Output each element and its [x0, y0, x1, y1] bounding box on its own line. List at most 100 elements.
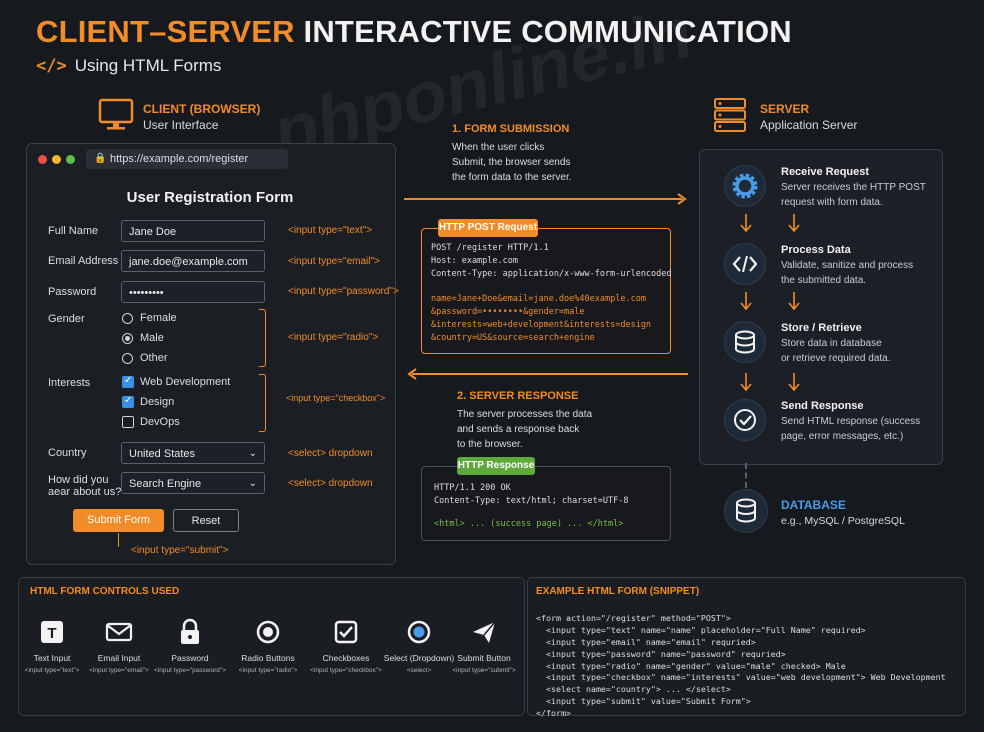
control-label: Select (Dropdown) [383, 653, 455, 663]
gear-icon [724, 165, 766, 207]
arrow-down-icon [740, 373, 752, 392]
db-connector [745, 463, 748, 488]
email-icon [105, 622, 133, 642]
password-label: Password [48, 286, 97, 298]
process-data-title: Process Data [781, 244, 851, 256]
control-label: Checkboxes [322, 653, 370, 663]
send-icon [473, 621, 496, 643]
snippet-line: <input type="text" name="name" placehold… [536, 624, 866, 635]
gender-label: Gender [48, 313, 85, 325]
submit-form-button[interactable]: Submit Form [73, 509, 164, 532]
server-icon [714, 98, 746, 132]
form-title: User Registration Form [126, 189, 294, 206]
text-input-icon: T [41, 621, 63, 643]
dropdown-icon [407, 620, 431, 644]
address-url: https://example.com/register [110, 153, 249, 165]
country-select[interactable]: United States ⌄ [121, 442, 265, 464]
control-label: Submit Button [457, 653, 511, 663]
page-title: CLIENT–SERVER INTERACTIVE COMMUNICATION [36, 14, 792, 49]
radio-icon [256, 620, 280, 644]
country-select-tag: <select> dropdown [288, 448, 373, 459]
checkbox-icon [334, 620, 358, 644]
database-title: DATABASE [781, 498, 846, 512]
arrow-down-icon [740, 214, 752, 233]
radio-female[interactable] [122, 313, 133, 324]
http-response-label: HTTP Response [457, 457, 535, 475]
post-request-label: HTTP POST Request [438, 219, 538, 237]
snippet-line: <input type="submit" value="Submit Form"… [536, 696, 751, 707]
text-input-tag: <input type="text"> [288, 225, 373, 236]
response-body: <html> ... (success page) ... </html> [434, 519, 624, 529]
step2-text: The server processes the data and sends … [457, 409, 593, 450]
window-maximize-dot[interactable] [66, 155, 75, 164]
snippet-line: <select name="country"> ... </select> [536, 684, 731, 695]
control-tag: <input type="email"> [89, 667, 149, 674]
email-input[interactable]: jane.doe@example.com [121, 250, 265, 272]
send-response-title: Send Response [781, 400, 864, 412]
country-label: Country [48, 447, 87, 459]
source-select-tag: <select> dropdown [288, 478, 373, 489]
step2-title: 2. SERVER RESPONSE [457, 390, 579, 402]
control-label: Email Input [97, 653, 141, 663]
checkbox-web-development[interactable] [122, 375, 134, 388]
controls-panel [18, 577, 525, 716]
radio-bracket [259, 309, 266, 367]
radio-male[interactable] [122, 333, 133, 344]
page-subtitle: </>Using HTML Forms [36, 56, 222, 76]
checkbox-tag: <input type="checkbox"> [286, 393, 386, 403]
reset-button[interactable]: Reset [173, 509, 239, 532]
source-select[interactable]: Search Engine ⌄ [121, 472, 265, 494]
browser-window [26, 143, 396, 565]
email-label: Email Address [48, 255, 119, 267]
database-subtitle: e.g., MySQL / PostgreSQL [781, 515, 905, 527]
control-label: Password [171, 653, 209, 663]
checkbox-devops[interactable] [122, 416, 134, 428]
post-headers: POST /register HTTP/1.1 Host: example.co… [431, 243, 672, 279]
arrow-left-icon [407, 368, 688, 380]
post-request-box: POST /register HTTP/1.1 Host: example.co… [421, 228, 672, 354]
chevron-down-icon: ⌄ [248, 478, 257, 489]
radio-other[interactable] [122, 353, 133, 364]
database-icon [724, 489, 768, 533]
password-input[interactable]: ••••••••• [121, 281, 265, 303]
checkbox-devops-label: DevOps [140, 416, 180, 428]
snippet-line: <form action="/register" method="POST"> [536, 612, 731, 623]
snippet-line: <input type="checkbox" name="interests" … [536, 672, 946, 683]
checkbox-design[interactable] [122, 395, 134, 408]
server-title: SERVER [760, 102, 810, 116]
window-close-dot[interactable] [38, 155, 47, 164]
full-name-label: Full Name [48, 225, 99, 237]
response-headers: HTTP/1.1 200 OK Content-Type: text/html;… [434, 483, 629, 506]
submit-connector [118, 533, 120, 547]
control-tag: <input type="text"> [24, 667, 80, 674]
snippet-line: <input type="password" name="password" r… [536, 648, 786, 659]
interests-label: Interests [48, 377, 91, 389]
receive-request-title: Receive Request [781, 166, 870, 178]
control-label: Text Input [33, 653, 71, 663]
snippet-line: <input type="email" name="email" requrie… [536, 636, 756, 647]
check-icon [724, 399, 766, 441]
arrow-down-icon [788, 373, 800, 392]
address-bar[interactable]: 🔒 https://example.com/register [86, 149, 288, 169]
full-name-input[interactable]: Jane Doe [121, 220, 265, 242]
client-subtitle: User Interface [143, 118, 219, 132]
monitor-icon [98, 98, 134, 130]
step1-text: When the user clicks Submit, the browser… [452, 142, 572, 183]
password-input-tag: <input type="password"> [288, 286, 399, 297]
control-tag: <select> [406, 667, 432, 674]
arrow-down-icon [788, 292, 800, 311]
snippet-line: <input type="radio" name="gender" value=… [536, 660, 846, 671]
lock-icon [181, 618, 199, 644]
control-tag: <input type="radio"> [238, 667, 298, 674]
code-icon [724, 243, 766, 285]
client-title: CLIENT (BROWSER) [143, 102, 261, 116]
control-tag: <input type="checkbox"> [310, 667, 382, 674]
snippet-panel [527, 577, 966, 716]
server-subtitle: Application Server [760, 118, 858, 132]
window-minimize-dot[interactable] [52, 155, 61, 164]
checkbox-design-label: Design [140, 396, 175, 408]
